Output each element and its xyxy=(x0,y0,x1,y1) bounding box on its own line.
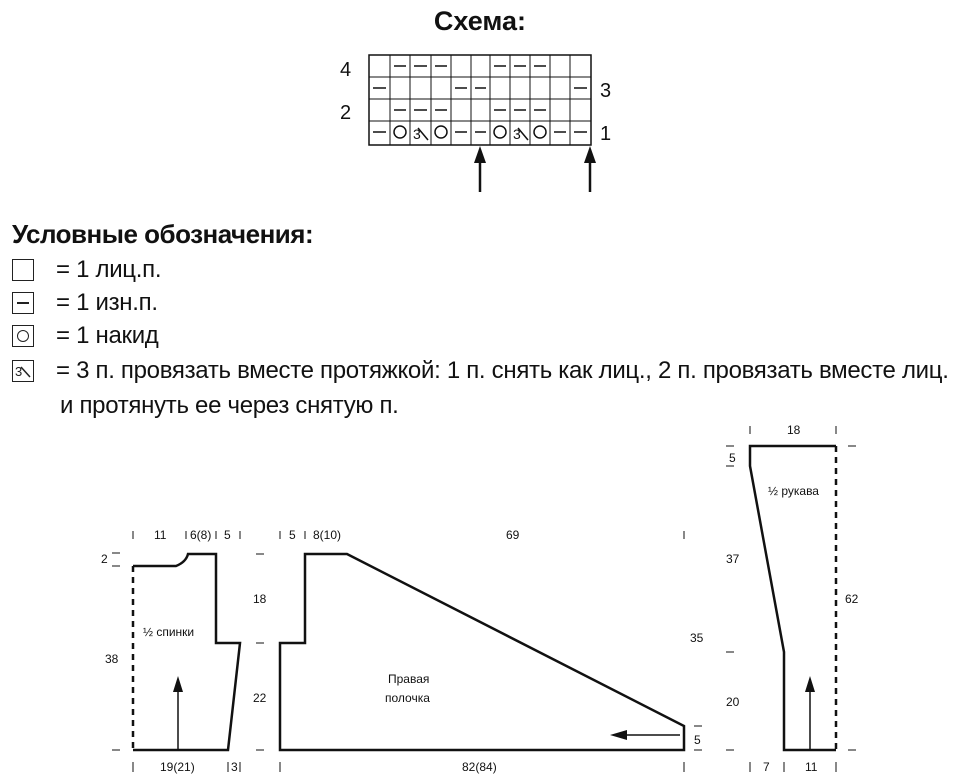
back-bottom-width: 19(21) xyxy=(160,760,195,774)
sleeve-pattern xyxy=(748,444,838,752)
legend-text-yarn-over: = 1 накид xyxy=(56,322,159,349)
sleeve-left-cuff: 20 xyxy=(726,695,740,709)
stitch-chart: 3 3 xyxy=(368,54,592,146)
arrow-left-icon xyxy=(610,730,627,740)
row-number-1: 1 xyxy=(600,123,611,145)
front-outline xyxy=(278,552,686,752)
front-ticks xyxy=(279,531,702,772)
empty-square-icon xyxy=(12,259,34,281)
front-right-height: 35 xyxy=(690,631,704,645)
sleeve-outline xyxy=(748,444,836,752)
back-bottom-side: 3 xyxy=(231,760,238,774)
decrease-3-icon: 3 xyxy=(413,126,429,142)
decrease-3-square-icon: 3 xyxy=(12,360,34,382)
front-right-bottom: 5 xyxy=(694,733,701,747)
row-number-4: 4 xyxy=(340,59,351,81)
svg-text:3: 3 xyxy=(513,126,521,142)
front-top-shoulder: 8(10) xyxy=(313,528,341,542)
svg-text:3: 3 xyxy=(413,126,421,142)
sleeve-left-taper: 37 xyxy=(726,552,740,566)
back-top-shoulder: 6(8) xyxy=(190,528,211,542)
arrow-up-icon xyxy=(474,146,486,163)
front-top-neckline: 69 xyxy=(506,528,520,542)
legend-text-knit: = 1 лиц.п. xyxy=(56,256,162,283)
yarn-over-icon xyxy=(533,125,547,139)
back-right-side: 22 xyxy=(253,691,267,705)
chart-columns xyxy=(389,55,571,145)
circle-square-icon xyxy=(12,325,34,347)
sleeve-left-cap: 5 xyxy=(729,451,736,465)
row-1-marks: 3 3 xyxy=(373,125,587,142)
sleeve-bottom-width: 11 xyxy=(805,760,818,774)
sleeve-right-length: 62 xyxy=(845,592,859,606)
back-top-armhole: 5 xyxy=(224,528,231,542)
row-number-3: 3 xyxy=(600,80,611,102)
legend-text-decrease-continuation: и протянуть ее через снятую п. xyxy=(60,392,399,419)
svg-text:3: 3 xyxy=(15,364,22,379)
front-top-armhole: 5 xyxy=(289,528,296,542)
legend-text-purl: = 1 изн.п. xyxy=(56,289,158,316)
sleeve-label: ½ рукава xyxy=(768,484,819,498)
front-pattern xyxy=(278,552,686,752)
legend-item-knit: = 1 лиц.п. xyxy=(12,256,162,284)
back-outline xyxy=(133,552,242,752)
sleeve-bottom-offset: 7 xyxy=(763,760,770,774)
yarn-over-icon xyxy=(493,125,507,139)
legend-item-decrease: 3 = 3 п. провязать вместе протяжкой: 1 п… xyxy=(12,357,949,385)
legend-text-decrease: = 3 п. провязать вместе протяжкой: 1 п. … xyxy=(56,357,949,384)
legend-item-yarn-over: = 1 накид xyxy=(12,322,159,350)
chart-border xyxy=(368,54,592,146)
back-ticks xyxy=(112,531,264,772)
decrease-3-icon: 3 xyxy=(513,126,529,142)
yarn-over-icon xyxy=(393,125,407,139)
back-left-length: 38 xyxy=(105,652,119,666)
legend-title: Условные обозначения: xyxy=(12,219,314,249)
front-bottom-width: 82(84) xyxy=(462,760,497,774)
arrow-up-icon xyxy=(173,676,183,692)
row-number-2: 2 xyxy=(340,102,351,124)
repeat-arrows xyxy=(474,146,596,192)
dash-square-icon xyxy=(12,292,34,314)
scheme-title: Схема: xyxy=(433,6,527,36)
arrow-up-icon xyxy=(584,146,596,163)
legend-item-purl: = 1 изн.п. xyxy=(12,289,158,317)
sleeve-ticks xyxy=(726,426,856,772)
back-left-neck-depth: 2 xyxy=(101,552,108,566)
back-pattern xyxy=(131,552,242,752)
sleeve-top-width: 18 xyxy=(787,423,801,437)
front-label-line1: Правая xyxy=(388,672,429,686)
front-label-line2: полочка xyxy=(385,691,430,705)
arrow-up-icon xyxy=(805,676,815,692)
back-label: ½ спинки xyxy=(143,625,194,639)
yarn-over-icon xyxy=(434,125,448,139)
back-right-armhole: 18 xyxy=(253,592,267,606)
back-top-neck: 11 xyxy=(154,528,167,542)
